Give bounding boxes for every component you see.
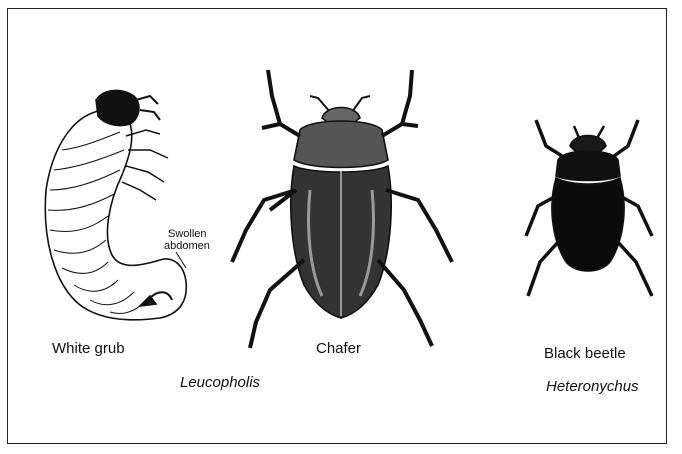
white-grub-illustration	[45, 90, 186, 319]
swollen-label-line2: abdomen	[164, 240, 210, 252]
chafer-genus: Leucopholis	[180, 374, 260, 391]
swollen-label-line1: Swollen	[168, 228, 207, 240]
black-beetle-genus: Heteronychus	[546, 378, 639, 395]
chafer-label: Chafer	[316, 340, 361, 357]
white-grub-label: White grub	[52, 340, 125, 357]
black-beetle-illustration	[526, 120, 652, 296]
chafer-illustration	[232, 70, 452, 348]
black-beetle-label: Black beetle	[544, 345, 626, 362]
